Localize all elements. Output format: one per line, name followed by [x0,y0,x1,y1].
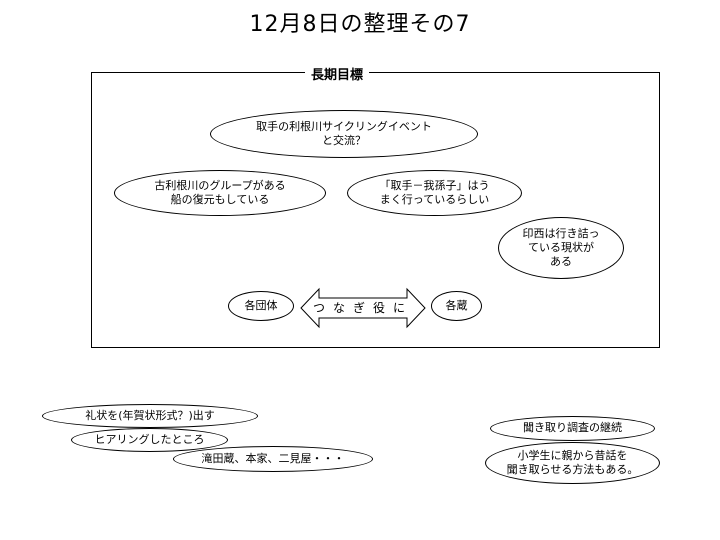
action-children-stories-text: 小学生に親から昔話を 聞き取らせる方法もある。 [506,448,639,476]
node-breweries-text: 各蔵 [445,298,468,312]
long-term-goals-frame [91,72,660,348]
action-visited-places: 滝田蔵、本家、二見屋・・・ [173,446,373,472]
action-visited-places-text: 滝田蔵、本家、二見屋・・・ [201,451,345,465]
node-breweries: 各蔵 [431,291,482,321]
double-arrow [300,287,426,329]
frame-label: 長期目標 [305,64,370,83]
goal-toride-abiko-text: 「取手－我孫子」はう まく行っているらしい [379,178,490,206]
action-children-stories: 小学生に親から昔話を 聞き取らせる方法もある。 [485,442,660,484]
goal-old-tone-group-text: 古利根川のグループがある 船の復元もしている [154,178,286,206]
goal-toride-abiko: 「取手－我孫子」はう まく行っているらしい [347,170,522,216]
node-organizations: 各団体 [228,291,294,321]
goal-old-tone-group: 古利根川のグループがある 船の復元もしている [114,170,326,216]
action-interview-visits: ヒアリングしたところ [71,428,228,452]
goal-inzai-status-text: 印西は行き詰っ ている現状が ある [522,226,600,269]
goal-inzai-status: 印西は行き詰っ ている現状が ある [498,217,624,279]
node-organizations-text: 各団体 [244,298,278,312]
goal-tone-river-event-text: 取手の利根川サイクリングイベント と交流？ [256,119,432,147]
action-interview-visits-text: ヒアリングしたところ [94,432,205,446]
action-continue-interviews-text: 聞き取り調査の継続 [523,421,622,435]
slide-title: 12月8日の整理その7 [249,12,471,37]
action-thank-you-letter-text: 礼状を(年賀状形式？)出す [85,408,215,422]
action-continue-interviews: 聞き取り調査の継続 [490,416,655,441]
arrow-label: つなぎ役に [312,301,413,315]
goal-tone-river-event: 取手の利根川サイクリングイベント と交流？ [210,110,478,158]
action-thank-you-letter: 礼状を(年賀状形式？)出す [42,404,258,428]
